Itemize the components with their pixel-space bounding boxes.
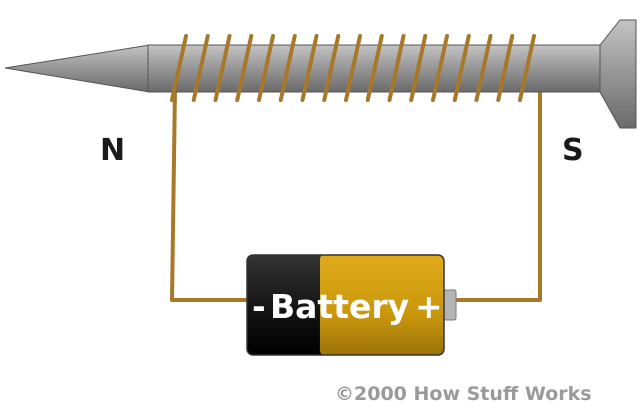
north-pole-label: N — [100, 133, 125, 168]
circuit-wire — [170, 87, 542, 302]
south-pole-label: S — [562, 133, 584, 168]
coil-winding — [474, 34, 493, 102]
coil-winding — [278, 34, 297, 102]
coil-winding — [518, 34, 536, 102]
coil-winding — [344, 34, 362, 102]
coil-winding — [213, 34, 232, 102]
coil-winding — [322, 34, 341, 102]
coil-winding — [409, 34, 428, 102]
battery-outline — [246, 254, 445, 356]
coil-winding — [365, 34, 384, 102]
nail-head — [599, 19, 637, 129]
battery-positive-half — [320, 255, 444, 355]
coil-winding — [257, 34, 275, 102]
coil-winding — [191, 34, 210, 102]
battery-terminal — [443, 289, 457, 321]
coil-winding — [235, 34, 254, 102]
battery-label: Battery — [270, 287, 409, 326]
coil-winding — [300, 34, 319, 102]
battery-negative-sign: - — [252, 287, 266, 326]
nail-tip — [4, 44, 151, 93]
coil-winding — [452, 34, 471, 102]
wire-coil — [170, 34, 536, 102]
battery: - Battery + — [246, 254, 457, 356]
coil-winding — [496, 34, 515, 102]
coil-winding — [431, 34, 449, 102]
coil-winding — [387, 34, 406, 102]
coil-winding — [170, 34, 188, 102]
copyright-notice: ©2000 How Stuff Works — [335, 383, 592, 405]
battery-negative-half — [247, 255, 325, 355]
battery-positive-sign: + — [415, 287, 443, 326]
